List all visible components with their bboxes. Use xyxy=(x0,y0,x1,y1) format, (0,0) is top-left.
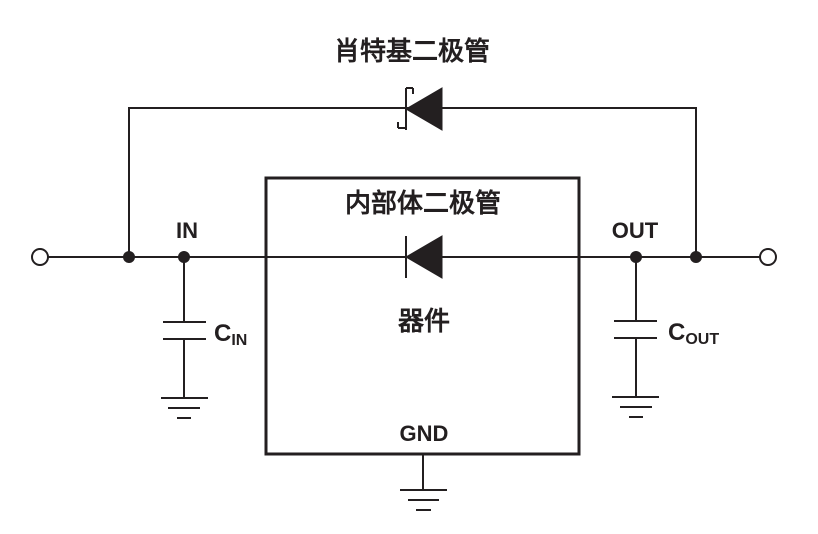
input-capacitor-icon xyxy=(163,257,206,398)
ground-icon xyxy=(161,397,208,419)
gnd-pin-label: GND xyxy=(400,421,449,446)
device-label: 器件 xyxy=(397,307,450,337)
cin-label: CIN xyxy=(214,320,247,349)
schottky-diode-label: 肖特基二极管 xyxy=(334,36,490,67)
output-terminal xyxy=(759,248,777,266)
junction-dot xyxy=(690,251,702,263)
device-box xyxy=(264,176,581,456)
internal-diode-icon xyxy=(405,235,443,279)
in-pin-label: IN xyxy=(176,218,198,243)
ground-icon xyxy=(612,396,659,418)
output-capacitor-icon xyxy=(614,257,657,397)
out-pin-label: OUT xyxy=(612,218,659,243)
schottky-diode-icon xyxy=(397,87,443,131)
cout-label: COUT xyxy=(668,319,719,348)
internal-diode-label: 内部体二极管 xyxy=(345,189,501,219)
device-ground-icon xyxy=(400,455,447,511)
junction-dot xyxy=(123,251,135,263)
input-terminal xyxy=(31,248,49,266)
